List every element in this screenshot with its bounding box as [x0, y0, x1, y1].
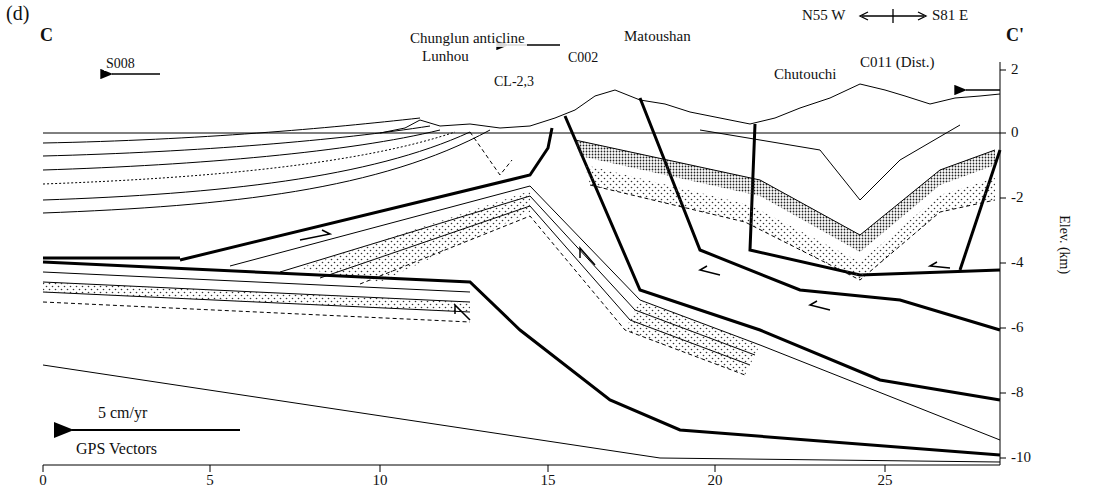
- tick-label: -10: [1009, 449, 1033, 466]
- tick-label: 0: [37, 472, 49, 489]
- direction-label: S81 E: [930, 7, 970, 24]
- tick-label: 15: [539, 472, 558, 489]
- scale-label: GPS Vectors: [74, 440, 159, 458]
- tick-label: -4: [1009, 254, 1026, 271]
- tick-label: 0: [1009, 124, 1021, 141]
- direction-label: N55 W: [800, 7, 847, 24]
- station-name: C011 (Dist.): [858, 54, 936, 71]
- place-name: Matoushan: [622, 28, 693, 45]
- tick-label: -6: [1009, 319, 1026, 336]
- tick-label: 20: [706, 472, 725, 489]
- panel-label: (d): [4, 2, 31, 24]
- structure-name: Chunglun anticline: [408, 30, 527, 47]
- tick-label: 5: [204, 472, 216, 489]
- station-name: C002: [566, 50, 600, 65]
- tick-label: -2: [1009, 189, 1026, 206]
- axis-title: Elev. (km): [1056, 214, 1071, 277]
- well-name: CL-2,3: [492, 74, 536, 89]
- section-end: C': [1004, 26, 1026, 46]
- tick-label: 2: [1009, 61, 1021, 78]
- station-name: S008: [104, 56, 137, 71]
- place-name: Lunhou: [420, 48, 471, 65]
- tick-label: -8: [1009, 384, 1026, 401]
- place-name: Chutouchi: [772, 66, 839, 83]
- scale-label: 5 cm/yr: [96, 404, 149, 422]
- tick-label: 10: [371, 472, 390, 489]
- tick-label: 25: [876, 472, 895, 489]
- section-end: C: [38, 26, 55, 46]
